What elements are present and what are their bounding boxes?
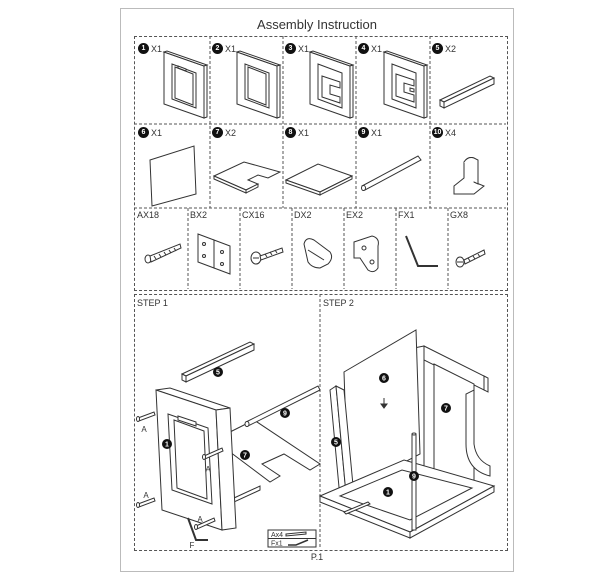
step-2-arrow [380,398,388,409]
step-2-callout-6: 6 [382,376,386,383]
steps-drawing: 5 9 1 7 A A A A F Ax4 Fx1 [136,294,496,549]
part-5-qty: X2 [445,43,457,54]
step-1-letter-f: F [190,541,195,549]
step-2-callout-9: 9 [412,474,416,481]
instruction-sheet: Assembly Instruction [120,8,514,572]
hardware-c-drawing [250,247,284,265]
part-5-label: 5 X2 [432,43,456,54]
part-7-label: 7 X2 [212,127,236,138]
legend-f: Fx1 [271,541,283,548]
part-2-qty: X1 [225,43,237,54]
part-10-drawing [453,157,485,195]
part-1-drawing [162,50,209,119]
part-2-drawing [235,50,282,119]
step-2-illustration [318,329,496,539]
part-6-number: 6 [138,127,149,138]
hardware-e-label: EX2 [346,210,364,220]
part-5-number: 5 [432,43,443,54]
parts-drawing [134,36,506,289]
step-1-letter-a4: A [197,515,203,524]
hardware-d-label: DX2 [294,210,312,220]
hardware-g-drawing [455,249,486,268]
parts-frame [134,36,508,291]
step-1-letter-a3: A [143,491,149,500]
part-10-number: 10 [432,127,443,138]
part-6-qty: X1 [151,127,163,138]
step-1-letter-a1: A [141,425,147,434]
part-2-label: 2 X1 [212,43,236,54]
step-1-callout-5: 5 [216,370,220,377]
part-4-drawing [382,50,429,119]
page-number: P.1 [310,552,324,562]
part-6-drawing [149,145,197,207]
part-1-label: 1 X1 [138,43,162,54]
hardware-a-drawing [144,243,182,264]
part-9-drawing [361,155,422,191]
step-1-legend: Ax4 Fx1 [271,532,283,548]
part-4-qty: X1 [371,43,383,54]
part-9-label: 9 X1 [358,127,382,138]
step-2-callouts: 6 7 5 9 1 [331,373,451,497]
part-10-label: 10 X4 [432,127,456,138]
step-2-callout-1: 1 [386,490,390,497]
part-8-number: 8 [285,127,296,138]
part-7-drawing [212,161,282,194]
part-3-drawing [308,50,355,119]
part-9-number: 9 [358,127,369,138]
part-7-number: 7 [212,127,223,138]
hardware-a-label: AX18 [137,210,160,220]
step-2-callout-5: 5 [334,440,338,447]
part-4-label: 4 X1 [358,43,382,54]
step-1-label: STEP 1 [137,298,168,308]
part-1-qty: X1 [151,43,163,54]
part-10-qty: X4 [445,127,457,138]
step-1-callouts: 5 9 1 7 [162,367,290,460]
step-1-letter-a2: A [205,465,211,474]
part-8-qty: X1 [298,127,310,138]
step-1-callout-1: 1 [165,442,169,449]
step-2-label: STEP 2 [323,298,354,308]
hardware-e-drawing [353,235,379,273]
part-1-number: 1 [138,43,149,54]
part-4-number: 4 [358,43,369,54]
part-5-drawing [438,75,496,109]
hardware-b-drawing [197,233,231,275]
hardware-f-drawing [405,235,438,267]
legend-a: Ax4 [271,532,283,539]
step-1-illustration [136,341,321,548]
part-8-drawing [284,163,354,196]
document-title: Assembly Instruction [257,17,377,32]
step-1-letters: A A A A F [141,425,211,549]
part-3-number: 3 [285,43,296,54]
hardware-b-label: BX2 [190,210,208,220]
step-1-callout-9: 9 [283,411,287,418]
step-1-callout-7: 7 [243,453,247,460]
part-9-qty: X1 [371,127,383,138]
part-2-number: 2 [212,43,223,54]
hardware-d-drawing [303,238,333,269]
steps-frame [134,294,508,551]
part-7-qty: X2 [225,127,237,138]
part-6-label: 6 X1 [138,127,162,138]
part-3-qty: X1 [298,43,310,54]
hardware-f-label: FX1 [398,210,415,220]
part-8-label: 8 X1 [285,127,309,138]
step-2-callout-7: 7 [444,406,448,413]
hardware-g-label: GX8 [450,210,469,220]
hardware-c-label: CX16 [242,210,265,220]
part-3-label: 3 X1 [285,43,309,54]
